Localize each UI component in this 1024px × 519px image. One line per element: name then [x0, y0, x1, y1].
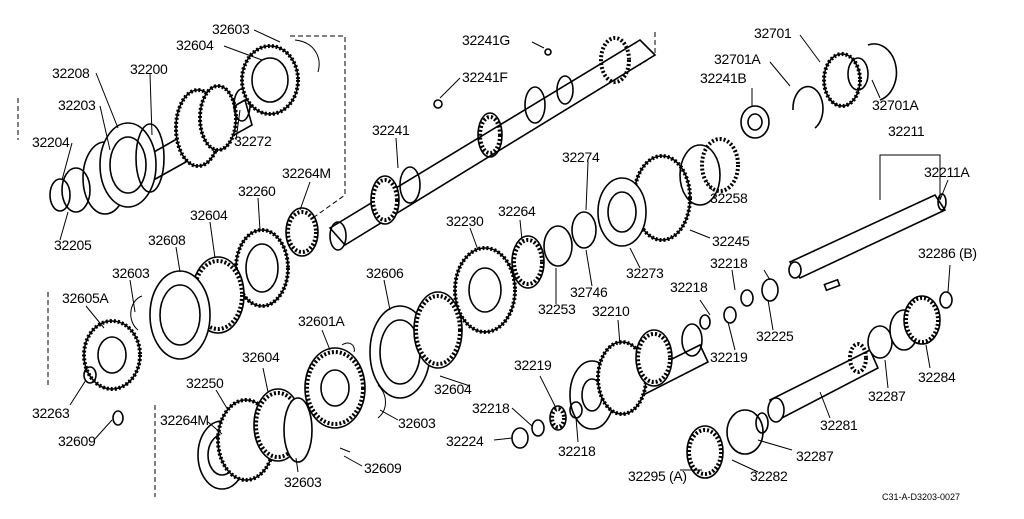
part-label-32230: 32230 [446, 213, 484, 229]
part-label-32603: 32603 [398, 415, 436, 431]
part-label-32272: 32272 [234, 133, 272, 149]
part-label-32224: 32224 [446, 433, 484, 449]
part-label-32605A: 32605A [62, 290, 109, 306]
part-label-32258: 32258 [710, 190, 748, 206]
part-labels: 32603 32604 32208 32200 32203 32204 3227… [32, 21, 977, 502]
part-label-32609: 32609 [364, 460, 402, 476]
center-synchro-stack [304, 291, 463, 429]
part-label-32604: 32604 [242, 349, 280, 365]
part-label-32241B: 32241B [700, 70, 746, 86]
part-label-32603: 32603 [284, 474, 322, 490]
bottom-left-gear-set [197, 388, 351, 490]
part-label-32203: 32203 [58, 97, 96, 113]
reverse-idler-shaft [788, 193, 947, 292]
part-label-32295A: 32295 (A) [628, 468, 687, 484]
part-label-32273: 32273 [626, 265, 664, 281]
part-label-32208: 32208 [52, 65, 90, 81]
part-label-32701A: 32701A [714, 51, 761, 67]
part-label-32284: 32284 [918, 369, 956, 385]
part-label-32608: 32608 [148, 232, 186, 248]
part-label-32260: 32260 [238, 183, 276, 199]
part-label-32287: 32287 [796, 448, 834, 464]
part-label-32282: 32282 [750, 468, 788, 484]
part-label-32603: 32603 [112, 265, 150, 281]
part-label-32604: 32604 [176, 37, 214, 53]
part-label-32253: 32253 [538, 301, 576, 317]
part-label-32287: 32287 [868, 388, 906, 404]
part-label-32241: 32241 [372, 122, 410, 138]
part-label-32274: 32274 [562, 149, 600, 165]
part-label-32241F: 32241F [462, 69, 508, 85]
part-label-32264M: 32264M [160, 412, 209, 428]
part-label-32218: 32218 [558, 443, 596, 459]
part-label-32746: 32746 [570, 284, 608, 300]
part-label-32601A: 32601A [298, 313, 345, 329]
part-label-32218: 32218 [710, 255, 748, 271]
part-label-32250: 32250 [186, 375, 224, 391]
part-label-32211: 32211 [888, 123, 925, 139]
reverse-gear-shaft [686, 291, 953, 479]
left-synchro-stack [82, 207, 319, 426]
part-label-32210: 32210 [592, 303, 630, 319]
part-label-32241G: 32241G [462, 32, 510, 48]
part-label-32281: 32281 [820, 417, 858, 433]
part-label-32200: 32200 [130, 61, 168, 77]
part-label-32701: 32701 [754, 25, 792, 41]
part-label-32205: 32205 [54, 237, 92, 253]
part-label-32263: 32263 [32, 405, 70, 421]
part-label-32218: 32218 [670, 279, 708, 295]
part-label-32604: 32604 [434, 381, 472, 397]
part-label-32219: 32219 [514, 357, 552, 373]
part-label-32606: 32606 [366, 265, 404, 281]
part-label-32603: 32603 [212, 21, 250, 37]
part-label-32218: 32218 [472, 400, 510, 416]
drawing-code: C31-A-D3203-0027 [882, 492, 960, 502]
part-label-32204: 32204 [32, 134, 70, 150]
part-label-32245: 32245 [712, 233, 750, 249]
part-label-32225: 32225 [756, 328, 794, 344]
part-label-32211A: 32211A [924, 164, 970, 180]
counter-shaft-gears [453, 137, 740, 334]
part-label-32264M: 32264M [282, 165, 331, 181]
part-label-32264: 32264 [498, 203, 536, 219]
part-label-32219: 32219 [710, 349, 748, 365]
main-shaft [328, 36, 657, 251]
input-shaft-assembly [49, 39, 320, 215]
part-label-32286B: 32286 (B) [918, 245, 977, 261]
part-label-32701A: 32701A [872, 97, 919, 113]
leader-lines [59, 29, 951, 473]
counter-shaft-32210 [569, 278, 779, 430]
part-label-32604: 32604 [190, 207, 228, 223]
part-label-32609: 32609 [58, 433, 96, 449]
top-right-parts [740, 43, 898, 139]
